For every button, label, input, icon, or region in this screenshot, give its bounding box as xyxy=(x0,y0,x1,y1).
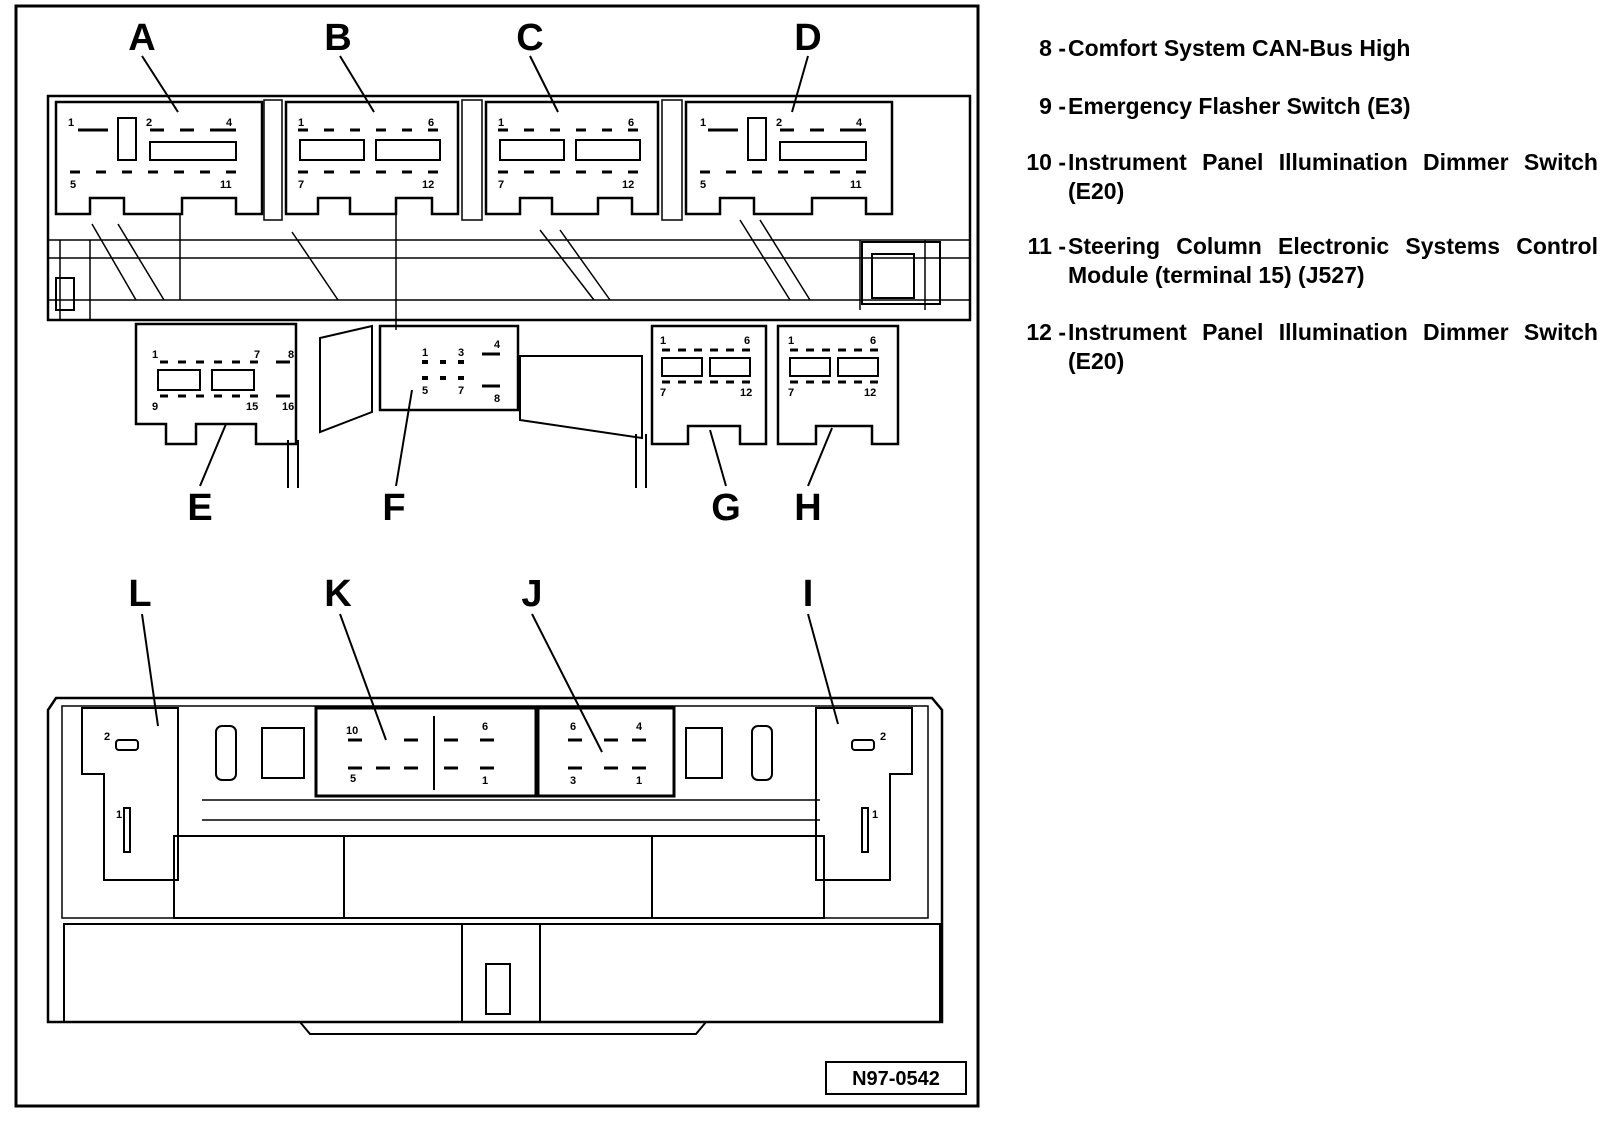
pin-label: 11 xyxy=(850,179,862,191)
pin-label: 1 xyxy=(660,335,666,347)
connector-d xyxy=(684,100,894,301)
connector-j xyxy=(536,706,676,798)
pin-label: 3 xyxy=(458,347,464,359)
callout-f: F xyxy=(382,487,405,529)
callout-a: A xyxy=(128,17,155,59)
connector-e xyxy=(134,322,298,446)
pin-label: 6 xyxy=(744,335,750,347)
pin-label: 2 xyxy=(146,117,152,129)
pin-label: 1 xyxy=(636,775,642,787)
pin-label: 3 xyxy=(570,775,576,787)
pin-label: 1 xyxy=(116,809,122,821)
pin-label: 5 xyxy=(700,179,706,191)
pin-label: 8 xyxy=(494,393,500,405)
pin-label: 6 xyxy=(482,721,488,733)
legend-number: 10 - xyxy=(1026,149,1066,175)
legend-text: Steering Column Electronic Systems Contr… xyxy=(1068,233,1598,288)
pin-label: 9 xyxy=(152,401,158,413)
pin-label: 6 xyxy=(570,721,576,733)
connector-c xyxy=(484,100,660,301)
legend-number: 12 - xyxy=(1026,319,1066,345)
pin-label: 7 xyxy=(498,179,504,191)
pin-label: 7 xyxy=(458,385,464,397)
pin-label: 12 xyxy=(622,179,634,191)
pin-label: 1 xyxy=(152,349,158,361)
legend-text: Emergency Flasher Switch (E3) xyxy=(1068,93,1411,119)
legend-number: 8 - xyxy=(1039,35,1066,61)
pin-label: 1 xyxy=(422,347,428,359)
top-housing xyxy=(46,94,972,322)
pin-label: 12 xyxy=(422,179,434,191)
figure-id-box xyxy=(825,1061,967,1095)
pin-label: 2 xyxy=(104,731,110,743)
pin-label: 1 xyxy=(498,117,504,129)
pin-label: 2 xyxy=(880,731,886,743)
callout-e: E xyxy=(187,487,212,529)
callout-k: K xyxy=(324,573,352,615)
connector-h xyxy=(776,324,900,446)
connector-g xyxy=(650,324,768,446)
pin-label: 5 xyxy=(70,179,76,191)
pin-label: 1 xyxy=(788,335,794,347)
pin-label: 5 xyxy=(422,385,428,397)
callout-c: C xyxy=(516,17,543,59)
pin-label: 6 xyxy=(428,117,434,129)
pin-label: 4 xyxy=(856,117,863,129)
pin-label: 7 xyxy=(788,387,794,399)
callout-g: G xyxy=(711,487,741,529)
pin-label: 1 xyxy=(872,809,878,821)
legend-text: Comfort System CAN-Bus High xyxy=(1068,35,1411,61)
figure-frame xyxy=(14,4,980,1108)
bottom-housing xyxy=(46,696,944,1024)
pin-label: 7 xyxy=(660,387,666,399)
pin-label: 11 xyxy=(220,179,232,191)
pin-label: 1 xyxy=(68,117,74,129)
pin-label: 8 xyxy=(288,349,294,361)
connector-k xyxy=(314,706,538,798)
pin-label: 6 xyxy=(870,335,876,347)
callout-l: L xyxy=(128,573,151,615)
pin-label: 1 xyxy=(298,117,304,129)
pin-label: 15 xyxy=(246,401,258,413)
callout-h: H xyxy=(794,487,821,529)
legend-text: Instrument Panel Illumination Dimmer Swi… xyxy=(1068,319,1598,374)
connector-diagram: A B C D E F G H L K J I 1 2 4 5 11 1 6 7… xyxy=(14,4,980,1108)
callout-d: D xyxy=(794,17,821,59)
connector-f xyxy=(378,324,520,412)
connector-l xyxy=(81,707,179,881)
connector-i xyxy=(815,707,913,881)
pin-label: 16 xyxy=(282,401,294,413)
figure-id: N97-0542 xyxy=(852,1068,940,1090)
callout-j: J xyxy=(521,573,542,615)
pin-label: 10 xyxy=(346,725,358,737)
legend-number: 9 - xyxy=(1039,93,1066,119)
pin-label: 2 xyxy=(776,117,782,129)
pin-label: 1 xyxy=(482,775,488,787)
callout-i: I xyxy=(803,573,814,615)
connector-a xyxy=(54,100,264,301)
pin-label: 7 xyxy=(298,179,304,191)
connector-b xyxy=(284,100,460,330)
pin-label: 7 xyxy=(254,349,260,361)
pin-label: 4 xyxy=(494,339,501,351)
legend-number: 11 - xyxy=(1027,233,1066,259)
pin-label: 6 xyxy=(628,117,634,129)
legend-text: Instrument Panel Illumination Dimmer Swi… xyxy=(1068,149,1598,204)
pin-label: 4 xyxy=(636,721,643,733)
pin-label: 5 xyxy=(350,773,356,785)
pin-label: 12 xyxy=(740,387,752,399)
pin-label: 1 xyxy=(700,117,706,129)
pin-label: 4 xyxy=(226,117,233,129)
callout-b: B xyxy=(324,17,351,59)
pin-label: 12 xyxy=(864,387,876,399)
